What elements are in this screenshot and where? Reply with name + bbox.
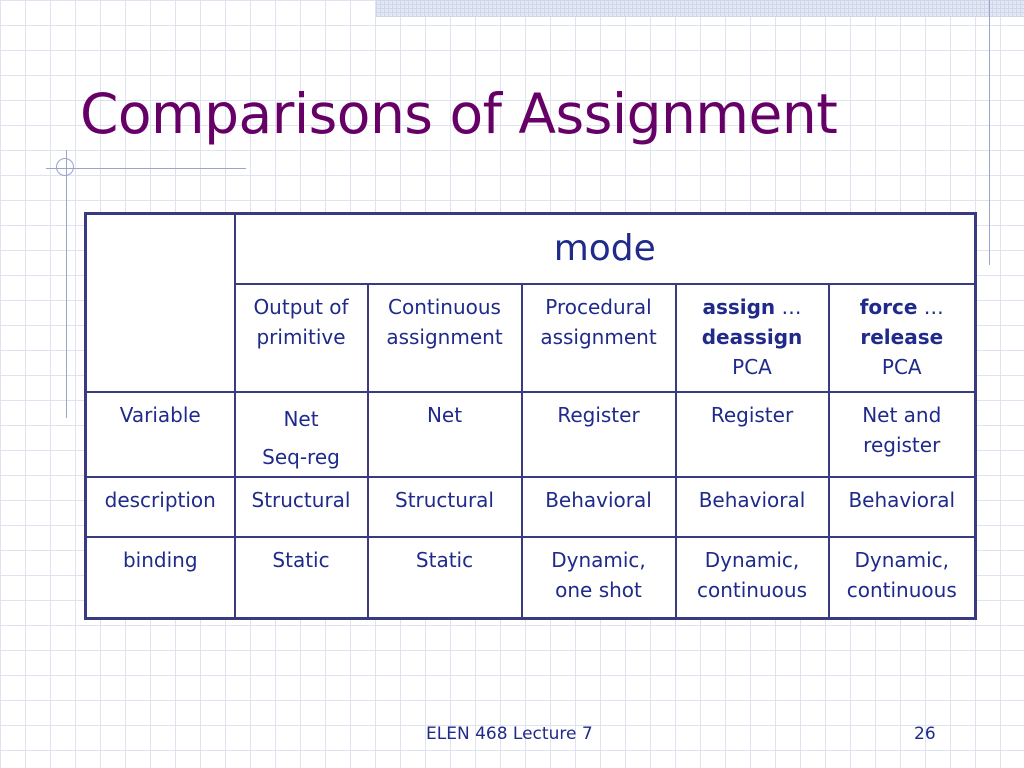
cell-binding-force: Dynamic, continuous <box>827 535 977 620</box>
table-row-variable: Variable Net Seq-reg Net Register Regist… <box>84 390 977 478</box>
cell-binding-procedural: Dynamic, one shot <box>520 535 677 620</box>
force-keyword: force <box>859 294 918 319</box>
row-label-binding: binding <box>84 535 236 620</box>
cell-variable-force: Net and register <box>827 390 977 478</box>
release-keyword: release <box>860 324 944 349</box>
table-row-mode: mode <box>84 212 977 393</box>
right-decoration-line <box>989 0 990 265</box>
cell-description-force: Behavioral <box>827 475 977 538</box>
cell-binding-continuous: Static <box>366 535 523 620</box>
header-assign-deassign-pca: assign … deassign PCA <box>674 282 830 393</box>
row-label-variable: Variable <box>84 390 236 478</box>
slide-title: Comparisons of Assignment <box>80 82 838 146</box>
cell-binding-primitive: Static <box>233 535 369 620</box>
table-row-description: description Structural Structural Behavi… <box>84 475 977 538</box>
slide-footer: ELEN 468 Lecture 7 <box>426 724 593 744</box>
corner-cell <box>84 212 236 393</box>
comparison-table: mode Output of primitive Continuous assi… <box>84 212 977 620</box>
cell-description-continuous: Structural <box>366 475 523 538</box>
top-decoration-band <box>376 0 1024 17</box>
cell-variable-continuous: Net <box>366 390 523 478</box>
left-vertical-decoration <box>66 150 67 418</box>
crosshair-circle-decoration <box>56 158 74 176</box>
header-output-of-primitive: Output of primitive <box>233 282 369 393</box>
row-label-description: description <box>84 475 236 538</box>
cell-variable-primitive: Net Seq-reg <box>233 390 369 478</box>
assign-keyword: assign <box>702 294 776 319</box>
cell-variable-assign: Register <box>674 390 830 478</box>
cell-description-primitive: Structural <box>233 475 369 538</box>
deassign-keyword: deassign <box>701 324 803 349</box>
header-continuous-assignment: Continuous assignment <box>366 282 523 393</box>
table-row-binding: binding Static Static Dynamic, one shot … <box>84 535 977 620</box>
cell-description-assign: Behavioral <box>674 475 830 538</box>
page-number: 26 <box>914 724 936 744</box>
mode-header: mode <box>233 212 977 285</box>
cell-variable-procedural: Register <box>520 390 677 478</box>
header-procedural-assignment: Procedural assignment <box>520 282 677 393</box>
table-row-headers: Output of primitive Continuous assignmen… <box>86 282 977 393</box>
cell-binding-assign: Dynamic, continuous <box>674 535 830 620</box>
cell-description-procedural: Behavioral <box>520 475 677 538</box>
header-force-release-pca: force … release PCA <box>827 282 977 393</box>
title-underline-decoration <box>46 168 246 169</box>
